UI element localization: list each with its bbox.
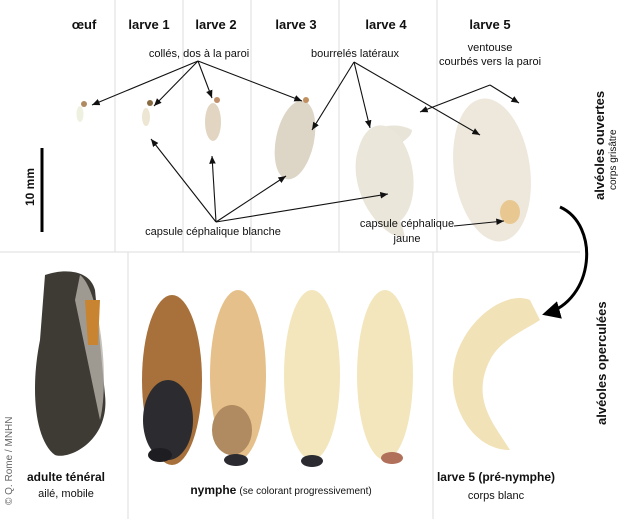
label-curved: courbés vers la paroi [438,56,542,68]
stage-larva-2: larve 2 [195,17,237,32]
specimen-larva-1 [142,100,153,126]
label-adult: adulte ténéral [26,470,106,484]
specimen-larva-3 [274,97,316,180]
specimen-larva-2 [205,97,221,141]
specimen-larva-4 [355,125,414,238]
label-prenymph: larve 5 (pré-nymphe) [436,470,556,484]
label-yellow-head-2: jaune [393,233,421,245]
stage-egg: œuf [71,17,97,32]
stage-larva-3: larve 3 [275,17,317,32]
specimen-nymph-2 [210,290,266,466]
specimen-nymph-4 [357,290,413,464]
curved-arrow [542,205,589,319]
credit: © Q. Rome / MNHN [4,416,15,506]
annotation-arrows [91,60,520,227]
stage-larva-5: larve 5 [469,17,511,32]
specimen-egg [76,101,87,122]
nymph-title: nymphe [190,483,237,497]
label-sucker: ventouse [467,42,513,54]
stage-larva-1: larve 1 [128,17,170,32]
scale-label: 10 mm [23,167,37,206]
specimen-larva-5 [453,98,531,242]
label-adult-sub: ailé, mobile [38,488,94,500]
label-stuck: collés, dos à la paroi [148,48,250,60]
label-yellow-head-1: capsule céphalique [359,218,455,230]
label-prenymph-sub: corps blanc [467,490,525,502]
specimen-nymph-1 [142,295,202,465]
side-capped: alvéoles operculées [594,301,609,425]
side-open-sub: corps grisâtre [608,129,619,190]
dividers [0,0,580,519]
label-nymph: nymphe (se colorant progressivement) [190,484,371,498]
stage-larva-4: larve 4 [365,17,407,32]
side-open: alvéoles ouvertes [592,90,607,200]
specimen-nymph-3 [284,290,340,467]
specimen-adult [35,271,106,456]
label-lateral: bourrelés latéraux [310,48,400,60]
label-white-head: capsule céphalique blanche [145,226,281,238]
nymph-sub: (se colorant progressivement) [239,486,372,497]
specimen-prenymph [452,298,540,450]
